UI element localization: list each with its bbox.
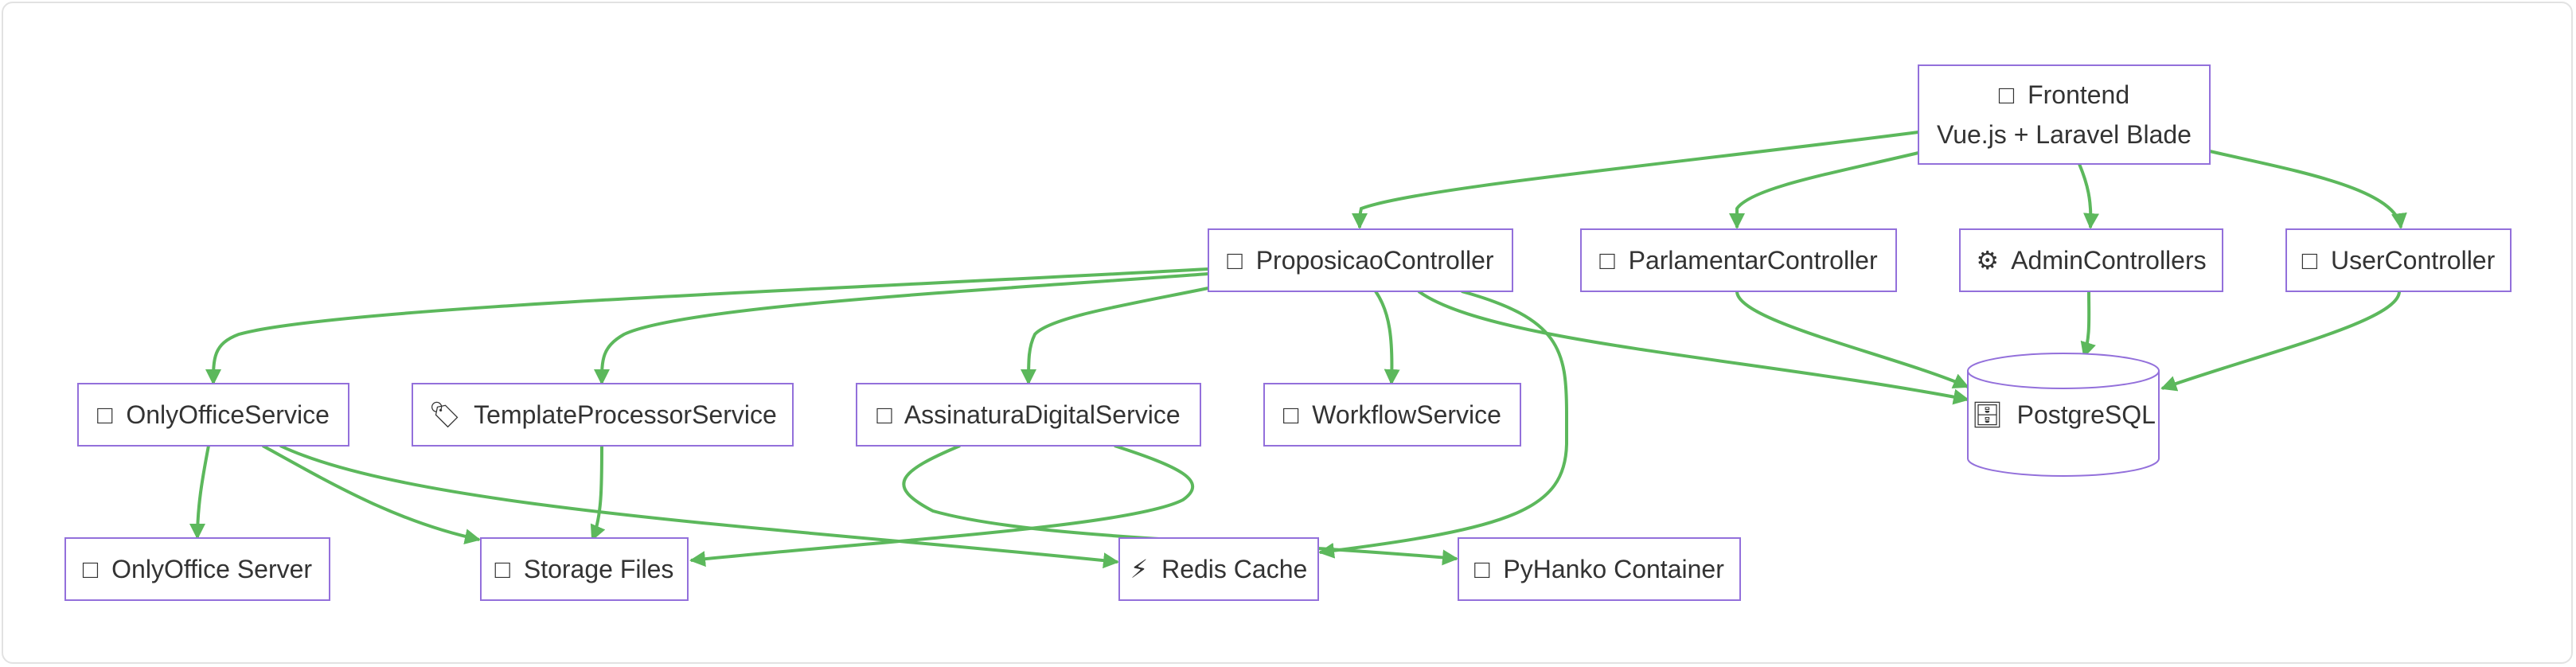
onlyoffice-service-icon: □ <box>97 400 113 429</box>
database-icon: 🗄 <box>1971 400 2004 429</box>
assinatura-digital-service-label: AssinaturaDigitalService <box>904 400 1181 429</box>
edge-frontend-parlamentar <box>1729 151 1919 229</box>
gear-icon: ⚙ <box>1976 246 1999 275</box>
proposicao-controller-icon: □ <box>1227 246 1243 275</box>
svg-text:□ Storage Files: □ Storage Files <box>495 555 674 583</box>
onlyoffice-service-label: OnlyOfficeService <box>126 400 330 429</box>
svg-text:🏷 TemplateProcessorServ: 🏷 TemplateProcessorService <box>428 400 777 429</box>
svg-text:⚡ Redis Cache: ⚡ Redis Cache <box>1130 555 1308 583</box>
tag-icon: 🏷 <box>428 400 461 429</box>
edge-onlyoffice-service-storage <box>262 444 481 544</box>
user-controller-label: UserController <box>2331 246 2496 275</box>
parlamentar-controller-icon: □ <box>1599 246 1615 275</box>
edge-proposicao-postgres <box>1417 290 1969 405</box>
lightning-icon: ⚡ <box>1130 555 1148 583</box>
onlyoffice-server-icon: □ <box>83 555 99 583</box>
svg-text:□ ParlamentarController: □ ParlamentarController <box>1599 246 1878 275</box>
admin-controllers-node[interactable]: ⚙ AdminControllers <box>1959 228 2223 292</box>
pyhanko-container-node[interactable]: □ PyHanko Container <box>1458 537 1741 601</box>
proposicao-controller-label: ProposicaoController <box>1256 246 1494 275</box>
storage-files-icon: □ <box>495 555 511 583</box>
storage-files-label: Storage Files <box>524 555 674 583</box>
pyhanko-container-label: PyHanko Container <box>1503 555 1724 583</box>
svg-text:⚙ AdminControllers: ⚙ AdminControllers <box>1976 246 2206 275</box>
pyhanko-container-icon: □ <box>1474 555 1490 583</box>
edge-proposicao-redis <box>1318 290 1568 559</box>
edge-onlyoffice-service-server <box>189 445 210 540</box>
svg-text:□ Frontend: □ Frontend <box>1999 80 2129 109</box>
edges <box>189 131 2407 569</box>
assinatura-digital-service-icon: □ <box>876 400 892 429</box>
workflow-service-node[interactable]: □ WorkflowService <box>1263 383 1521 447</box>
svg-text:□ OnlyOffice Server: □ OnlyOffice Server <box>83 555 313 583</box>
edge-proposicao-workflow <box>1374 290 1400 385</box>
edge-frontend-admin <box>2078 163 2100 229</box>
onlyoffice-server-label: OnlyOffice Server <box>111 555 312 583</box>
onlyoffice-server-node[interactable]: □ OnlyOffice Server <box>64 537 330 601</box>
redis-cache-node[interactable]: ⚡ Redis Cache <box>1118 537 1319 601</box>
edge-proposicao-assinatura <box>1021 287 1209 385</box>
edge-template-storage <box>590 445 606 541</box>
edge-assinatura-storage <box>689 444 1194 568</box>
postgresql-label: PostgreSQL <box>2017 400 2156 429</box>
redis-cache-label: Redis Cache <box>1161 555 1307 583</box>
user-controller-node[interactable]: □ UserController <box>2285 228 2512 292</box>
admin-controllers-label: AdminControllers <box>2011 246 2206 275</box>
template-processor-service-label: TemplateProcessorService <box>474 400 777 429</box>
edge-proposicao-template <box>594 272 1209 385</box>
frontend-label: Frontend <box>2028 80 2129 109</box>
workflow-service-icon: □ <box>1283 400 1299 429</box>
parlamentar-controller-label: ParlamentarController <box>1629 246 1878 275</box>
edge-proposicao-onlyoffice-service <box>205 267 1209 385</box>
parlamentar-controller-node[interactable]: □ ParlamentarController <box>1580 228 1897 292</box>
template-processor-service-node[interactable]: 🏷 TemplateProcessorService <box>412 383 794 447</box>
frontend-node[interactable]: □ Frontend Vue.js + Laravel Blade <box>1918 64 2211 165</box>
user-controller-icon: □ <box>2302 246 2318 275</box>
edge-frontend-proposicao <box>1352 131 1919 229</box>
svg-text:□ ProposicaoController: □ ProposicaoController <box>1227 246 1493 275</box>
workflow-service-label: WorkflowService <box>1312 400 1501 429</box>
assinatura-digital-service-node[interactable]: □ AssinaturaDigitalService <box>856 383 1201 447</box>
svg-text:□ WorkflowService: □ WorkflowService <box>1283 400 1501 429</box>
postgresql-node[interactable]: 🗄 PostgreSQL <box>1967 353 2160 477</box>
edge-admin-postgres <box>2080 291 2096 358</box>
svg-text:□ PyHanko Container: □ PyHanko Container <box>1474 555 1724 583</box>
edge-parlamentar-postgres <box>1735 291 1969 389</box>
svg-text:□ OnlyOfficeService: □ OnlyOfficeService <box>97 400 330 429</box>
edge-frontend-user <box>2209 150 2407 229</box>
proposicao-controller-node[interactable]: □ ProposicaoController <box>1208 228 1513 292</box>
onlyoffice-service-node[interactable]: □ OnlyOfficeService <box>77 383 349 447</box>
frontend-sublabel: Vue.js + Laravel Blade <box>1937 120 2192 149</box>
edge-onlyoffice-service-redis <box>279 444 1119 569</box>
frontend-icon: □ <box>1999 80 2015 109</box>
svg-text:□ AssinaturaDigitalServi: □ AssinaturaDigitalService <box>876 400 1180 429</box>
edge-user-postgres <box>2160 291 2401 392</box>
svg-text:🗄 PostgreSQL: 🗄 PostgreSQL <box>1971 400 2156 429</box>
storage-files-node[interactable]: □ Storage Files <box>480 537 689 601</box>
svg-text:□ UserController: □ UserController <box>2302 246 2496 275</box>
